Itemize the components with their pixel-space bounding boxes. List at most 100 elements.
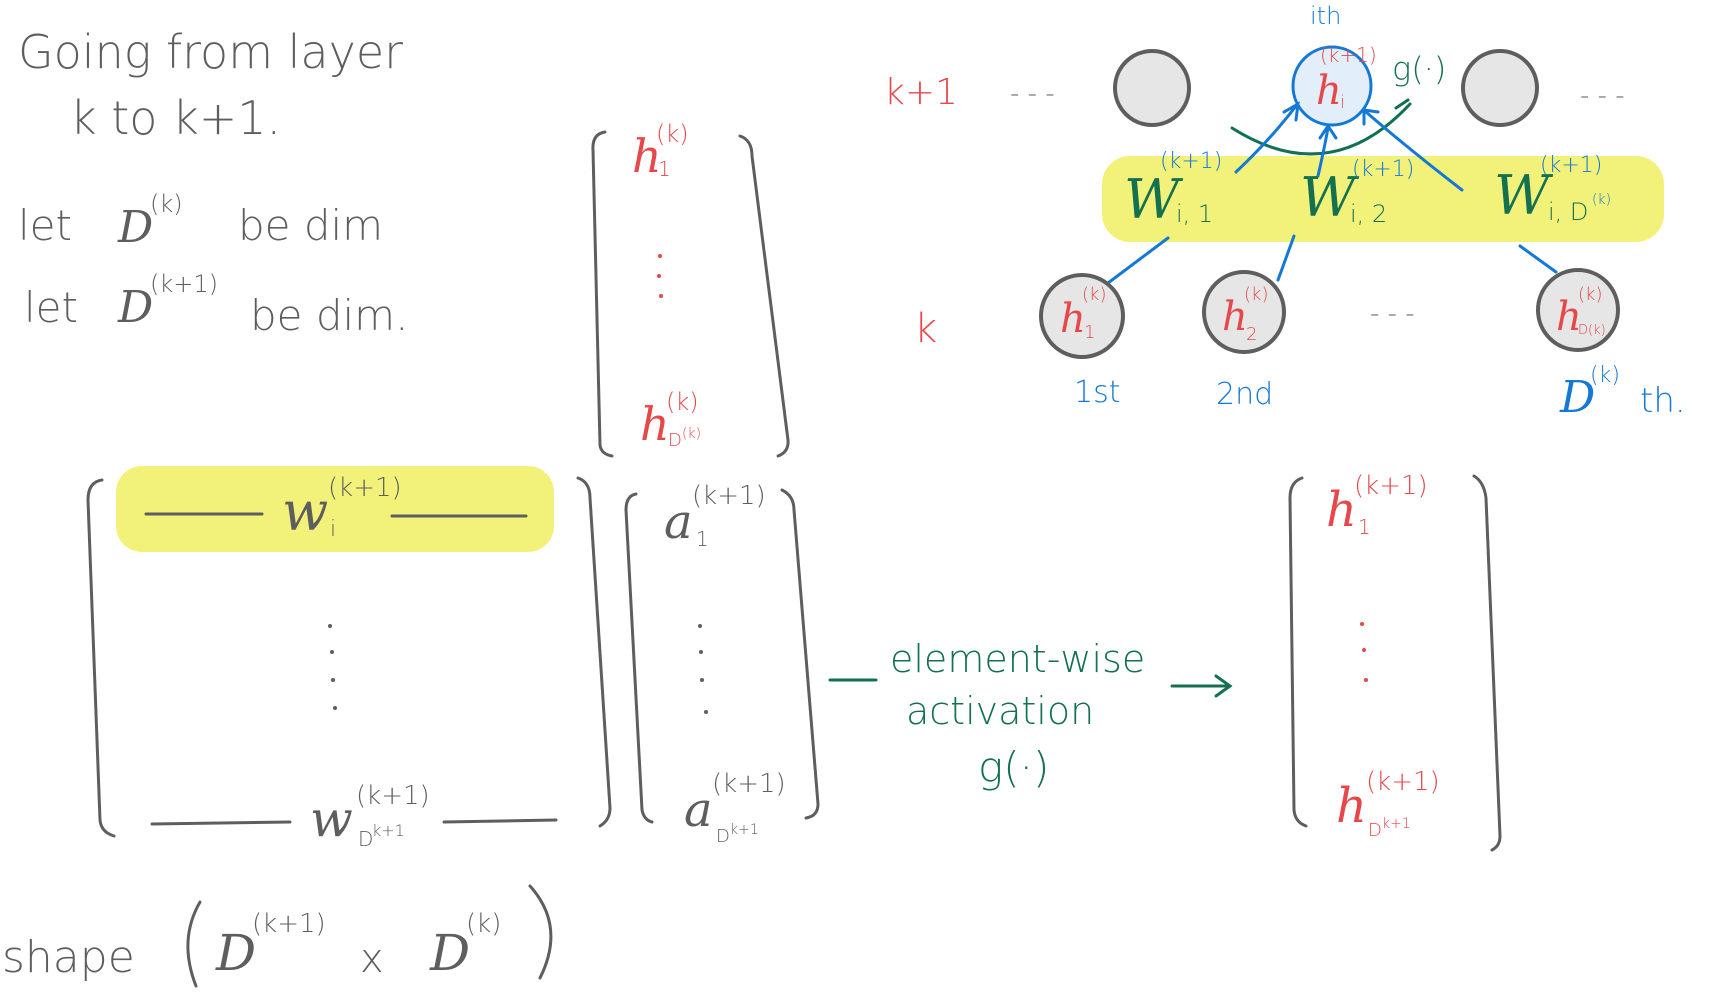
preact-last-sup: (k+1) xyxy=(712,769,786,799)
w2: W xyxy=(1300,166,1360,229)
output-first-h: h xyxy=(1326,482,1357,538)
notes-line4-pre: let xyxy=(24,283,78,332)
input-last-sup: (k) xyxy=(666,388,699,416)
node-top-right xyxy=(1461,49,1539,127)
preact-vdots xyxy=(698,624,708,714)
shape-x: x xyxy=(360,936,384,982)
input-first-sup: (k) xyxy=(656,120,689,148)
weight-vdot xyxy=(333,706,337,710)
weight-first-sup: (k+1) xyxy=(328,473,402,503)
network-diagram: k+1 k - - - - - - - - - ith h i (k+1) g(… xyxy=(884,2,1686,423)
weight-matrix: w i (k+1) w D k+1 (k+1) xyxy=(86,466,612,851)
notes-line4-d: D xyxy=(117,282,153,333)
shape-label: shape xyxy=(2,932,135,983)
target-sup: (k+1) xyxy=(1320,43,1377,67)
weight-last-sub: D xyxy=(358,827,373,851)
arrow-w1-to-target xyxy=(1234,104,1298,174)
output-vdot xyxy=(1362,648,1366,652)
weight-left-bracket xyxy=(86,478,116,838)
ord-th: th. xyxy=(1640,381,1686,421)
output-vdot xyxy=(1360,622,1364,626)
shape-annotation: shape D (k+1) x D (k) xyxy=(2,884,553,988)
w3-subsup: (k) xyxy=(1592,192,1611,208)
w1-sup: (k+1) xyxy=(1160,149,1222,174)
input-vector: h 1 (k) h D (k) (k) xyxy=(591,120,790,458)
shape-right-sup: (k) xyxy=(466,909,501,939)
input-last-sub: D xyxy=(668,430,682,451)
layer-bottom-label: k xyxy=(914,306,937,352)
preact-first-a: a xyxy=(664,494,693,550)
notes-line3-post: be dim xyxy=(238,201,383,250)
weight-first-w: w xyxy=(282,480,328,543)
w3: W xyxy=(1494,164,1554,227)
notes-line3-pre: let xyxy=(18,201,72,250)
preact-vdot xyxy=(700,678,704,682)
g-arc-tip xyxy=(1394,98,1410,110)
notes: Going from layer k to k+1. let D (k) be … xyxy=(18,25,408,340)
preact-right-bracket xyxy=(780,488,820,820)
input-vdot xyxy=(657,274,661,278)
node-bottom-3 xyxy=(1536,268,1620,352)
g-arc xyxy=(1230,102,1412,156)
input-vdot xyxy=(658,254,662,258)
weight-first-sub: i xyxy=(330,517,336,542)
weight-last-sup: (k+1) xyxy=(356,781,430,811)
arrowhead-w1 xyxy=(1282,101,1300,122)
preact-first-sub: 1 xyxy=(696,527,709,551)
g-label: g(·) xyxy=(1392,50,1446,88)
weight-row-highlight xyxy=(116,466,554,552)
target-sub: i xyxy=(1340,92,1345,113)
input-last-h: h xyxy=(640,397,670,451)
n2-h: h xyxy=(1222,294,1248,340)
shape-left-sup: (k+1) xyxy=(252,909,326,939)
dashes-bottom: - - - xyxy=(1370,299,1415,329)
node-target xyxy=(1291,45,1373,127)
shape-left-paren xyxy=(186,900,202,988)
shape-right-paren xyxy=(528,884,553,980)
output-last-sub: D xyxy=(1368,820,1382,841)
output-first-sup: (k+1) xyxy=(1354,471,1428,501)
w1: W xyxy=(1124,168,1184,231)
output-last-sup: (k+1) xyxy=(1366,767,1440,797)
ith-label: ith xyxy=(1310,2,1341,30)
preact-last-subsup: k+1 xyxy=(730,822,759,838)
n3-sup: (k) xyxy=(1578,284,1602,305)
w3-sub: i, D xyxy=(1548,198,1588,226)
edge-n3-to-w3 xyxy=(1518,244,1558,274)
notes-line4-post: be dim. xyxy=(250,291,408,340)
arrowhead-w3 xyxy=(1362,108,1380,126)
preact-left-bracket xyxy=(624,492,654,824)
node-bottom-1 xyxy=(1039,273,1125,359)
ord-d-sup: (k) xyxy=(1590,363,1620,388)
node-bottom-2 xyxy=(1202,270,1286,354)
ord-1st: 1st xyxy=(1074,375,1120,410)
activation-step: element-wise activation g(·) xyxy=(828,637,1233,792)
n3-h: h xyxy=(1556,294,1582,340)
n1-h: h xyxy=(1060,296,1086,342)
edge-n2-to-w2 xyxy=(1276,234,1296,282)
w2-sup: (k+1) xyxy=(1352,157,1414,182)
weight-last-subsup: k+1 xyxy=(372,821,405,840)
activation-line3: g(·) xyxy=(978,743,1049,792)
weight-vdot xyxy=(331,678,335,682)
w1-sub: i, 1 xyxy=(1176,200,1213,228)
target-h: h xyxy=(1316,68,1342,114)
ord-2nd: 2nd xyxy=(1216,377,1273,412)
input-vdots xyxy=(657,254,663,298)
input-vector-right-bracket xyxy=(738,134,790,458)
preact-vector: a 1 (k+1) a D k+1 (k+1) xyxy=(624,481,820,847)
weight-vdot xyxy=(328,624,332,628)
weight-vdot xyxy=(330,650,334,654)
dashes-top-right: - - - xyxy=(1580,81,1625,111)
w3-sup: (k+1) xyxy=(1540,153,1602,178)
n1-sup: (k) xyxy=(1082,284,1106,305)
output-left-bracket xyxy=(1288,476,1308,828)
output-last-subsup: k+1 xyxy=(1382,816,1411,832)
edge-n1-to-w1 xyxy=(1102,236,1170,288)
n2-sub: 2 xyxy=(1246,324,1257,345)
n3-sub: D(k) xyxy=(1578,323,1606,338)
preact-last-a: a xyxy=(684,782,713,838)
output-vdots xyxy=(1360,622,1368,682)
notes-line2: k to k+1. xyxy=(70,91,281,145)
